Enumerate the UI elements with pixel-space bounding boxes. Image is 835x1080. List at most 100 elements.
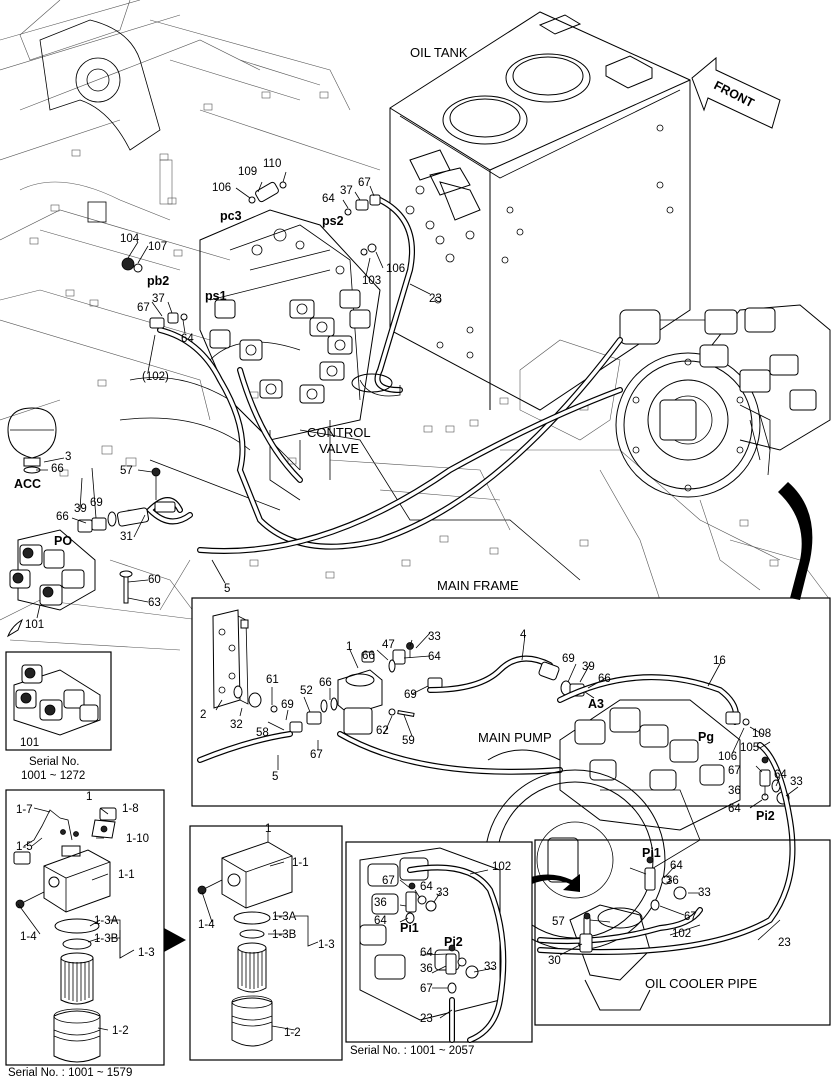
port-a3: A3 — [588, 697, 604, 711]
label-33b: 33 — [790, 776, 803, 788]
main-pump-upper — [615, 304, 831, 498]
main-frame-drawing — [0, 0, 831, 651]
main-frame-label: MAIN FRAME — [437, 578, 519, 593]
main-pump-inset — [191, 597, 831, 831]
front-arrow: FRONT — [691, 56, 781, 129]
port-pc3: pc3 — [220, 209, 242, 223]
label-64f: 64 — [670, 860, 683, 872]
label-67d: 67 — [728, 765, 741, 777]
label-57a: 57 — [120, 465, 133, 477]
label-1-10: 1-10 — [126, 833, 149, 845]
label-52: 52 — [300, 685, 313, 697]
oil-tank-label: OIL TANK — [410, 45, 468, 60]
label-64c: 64 — [428, 651, 441, 663]
label-1c: 1 — [265, 823, 271, 835]
label-64e: 64 — [728, 803, 741, 815]
label-67c: 67 — [310, 749, 323, 761]
label-1-4b: 1-4 — [198, 919, 215, 931]
label-66a: 66 — [51, 463, 64, 475]
filter-box-mid — [189, 825, 343, 1061]
label-69a: 69 — [90, 497, 103, 509]
label-1-3a: 1-3 — [138, 947, 155, 959]
label-1a: 1 — [346, 641, 352, 653]
pointer-arrow-1 — [778, 482, 813, 600]
label-67f: 67 — [382, 875, 395, 887]
control-valve — [199, 209, 381, 501]
label-69c: 69 — [281, 699, 294, 711]
label-1-3b: 1-3 — [318, 939, 335, 951]
label-59: 59 — [402, 735, 415, 747]
label-1-8: 1-8 — [122, 803, 139, 815]
label-23b: 23 — [778, 937, 791, 949]
label-1b: 1 — [86, 791, 92, 803]
label-66e: 66 — [319, 677, 332, 689]
pointer-arrow-2 — [528, 874, 580, 892]
leader-lines-lower — [17, 807, 495, 1031]
serial-1272-a: Serial No. — [29, 756, 80, 768]
port-po: PO — [54, 534, 72, 548]
inset-arrow-101 — [6, 618, 24, 638]
label-5a: 5 — [224, 583, 230, 595]
label-108: 108 — [752, 728, 771, 740]
leader-lines — [36, 171, 799, 956]
serial-2057: Serial No. : 1001 ~ 2057 — [350, 1045, 474, 1057]
label-67e: 67 — [684, 911, 697, 923]
label-102-paren: (102) — [142, 371, 169, 383]
label-106b: 106 — [386, 263, 405, 275]
label-61: 61 — [266, 674, 279, 686]
label-66b: 66 — [56, 511, 69, 523]
label-69b: 69 — [562, 653, 575, 665]
label-62: 62 — [376, 725, 389, 737]
label-60: 60 — [148, 574, 161, 586]
label-31: 31 — [120, 531, 133, 543]
label-1-7: 1-7 — [16, 804, 33, 816]
oil-cooler-box — [534, 839, 831, 1026]
serial-1272-b: 1001 ~ 1272 — [21, 770, 85, 782]
label-64d: 64 — [774, 769, 787, 781]
label-33e: 33 — [484, 961, 497, 973]
label-109: 109 — [238, 166, 257, 178]
label-39b: 39 — [582, 661, 595, 673]
port-pi1b: Pi1 — [400, 921, 419, 935]
label-1-2a: 1-2 — [112, 1025, 129, 1037]
label-47: 47 — [382, 639, 395, 651]
serial-1579: Serial No. : 1001 ~ 1579 — [8, 1067, 132, 1079]
label-67a: 67 — [358, 177, 371, 189]
port-pi1a: Pi1 — [642, 846, 661, 860]
label-66c: 66 — [362, 650, 375, 662]
label-105: 105 — [740, 742, 759, 754]
label-64a: 64 — [322, 193, 335, 205]
hoses-upper — [145, 197, 623, 554]
label-102c: 102 — [492, 861, 511, 873]
control-label-1: CONTROL — [307, 425, 371, 440]
label-64g: 64 — [420, 881, 433, 893]
label-4: 4 — [520, 629, 527, 641]
filter-box-1579 — [5, 789, 165, 1066]
inset-101 — [5, 651, 112, 751]
label-101a: 101 — [25, 619, 44, 631]
label-5b: 5 — [272, 771, 278, 783]
oil-cooler-pipe-label: OIL COOLER PIPE — [645, 976, 758, 991]
label-30: 30 — [548, 955, 561, 967]
label-2: 2 — [200, 709, 206, 721]
label-1-5: 1-5 — [16, 841, 33, 853]
label-16: 16 — [713, 655, 726, 667]
label-1-3B-a: 1-3B — [94, 933, 119, 945]
label-33a: 33 — [428, 631, 441, 643]
port-acc: ACC — [14, 477, 41, 491]
pump-box-2057 — [345, 841, 533, 1043]
label-33d: 33 — [436, 887, 449, 899]
accumulator-assembly — [7, 407, 176, 611]
label-39a: 39 — [74, 503, 87, 515]
label-1-2b: 1-2 — [284, 1027, 301, 1039]
label-1-1a: 1-1 — [118, 869, 135, 881]
label-1-3A-b: 1-3A — [272, 911, 297, 923]
label-37b: 37 — [152, 293, 165, 305]
port-pb2: pb2 — [147, 274, 169, 288]
port-pi2b: Pi2 — [444, 935, 463, 949]
label-36a: 36 — [728, 785, 741, 797]
label-101b: 101 — [20, 737, 39, 749]
label-36d: 36 — [420, 963, 433, 975]
label-32: 32 — [230, 719, 243, 731]
port-pg: Pg — [698, 730, 714, 744]
